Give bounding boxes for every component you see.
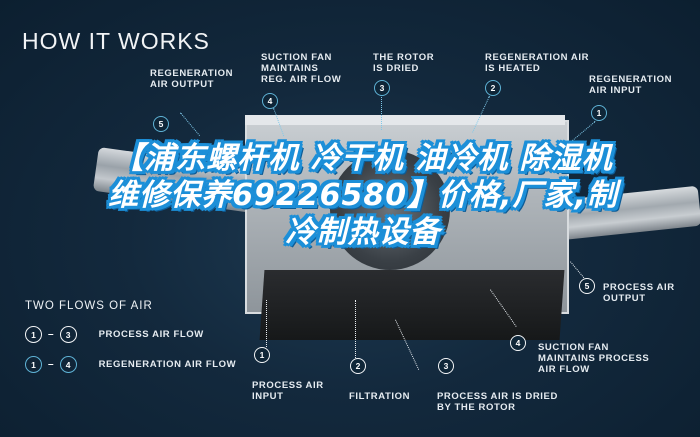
leader-line: [355, 300, 356, 360]
unit-base: [259, 270, 565, 340]
legend-label: REGENERATION AIR FLOW: [98, 359, 237, 370]
step-badge-3: 3: [374, 80, 390, 96]
step-badge-5: 5: [579, 278, 595, 294]
step-label-suction-fan-process: SUCTION FAN MAINTAINS PROCESS AIR FLOW: [538, 342, 650, 375]
step-badge-3: 3: [438, 358, 454, 374]
legend-label: PROCESS AIR FLOW: [98, 329, 204, 340]
step-badge-1: 1: [591, 105, 607, 121]
step-label-process-air-input: PROCESS AIR INPUT: [252, 380, 324, 402]
legend-dash: –: [48, 329, 54, 340]
step-badge-4: 4: [510, 335, 526, 351]
step-label-filtration: FILTRATION: [349, 391, 411, 402]
legend-badge-from: 1: [25, 326, 42, 343]
step-badge-4: 4: [262, 93, 278, 109]
legend-row-regeneration: 1 – 4 REGENERATION AIR FLOW: [25, 356, 236, 373]
leader-line: [180, 112, 201, 136]
step-label-suction-fan-reg: SUCTION FAN MAINTAINS REG. AIR FLOW: [261, 52, 342, 85]
step-badge-2: 2: [350, 358, 366, 374]
step-badge-5: 5: [153, 116, 169, 132]
step-label-process-air-dried: PROCESS AIR IS DRIED BY THE ROTOR: [437, 391, 558, 413]
desiccant-rotor: [330, 150, 450, 270]
step-label-regeneration-air-output: REGENERATION AIR OUTPUT: [150, 68, 234, 90]
legend-badge-from: 1: [25, 356, 42, 373]
unit-top-panel: [245, 115, 565, 125]
leader-line: [266, 300, 267, 347]
legend-row-process: 1 – 3 PROCESS AIR FLOW: [25, 326, 204, 343]
leader-line: [381, 95, 382, 130]
legend-badge-to: 3: [59, 326, 77, 343]
page-title: HOW IT WORKS: [22, 28, 210, 54]
legend-title: TWO FLOWS OF AIR: [25, 300, 153, 312]
step-badge-2: 2: [485, 80, 501, 96]
step-label-process-air-output: PROCESS AIR OUTPUT: [603, 282, 675, 304]
step-label-regeneration-heated: REGENERATION AIR IS HEATED: [485, 52, 590, 74]
step-label-regeneration-input: REGENERATION AIR INPUT: [589, 74, 673, 96]
step-badge-1: 1: [254, 347, 270, 363]
step-label-rotor-dried: THE ROTOR IS DRIED: [373, 52, 435, 74]
legend-badge-to: 4: [59, 356, 77, 373]
overlay-headline: 【浦东螺杆机 冷干机 油冷机 除湿机 维修保养69226580】价格,厂家,制冷…: [108, 141, 618, 250]
legend-dash: –: [48, 359, 54, 370]
